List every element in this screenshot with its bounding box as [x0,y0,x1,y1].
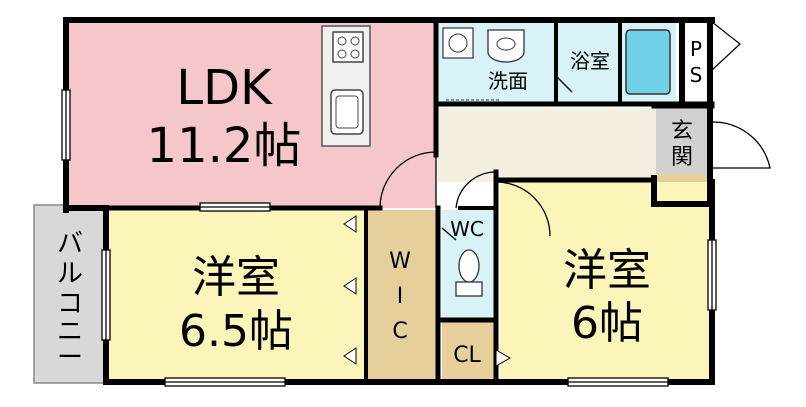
washroom-label: 洗面 [488,69,528,93]
bath-label: 浴室 [570,49,610,73]
western1-size: 6.5帖 [179,306,293,357]
stove-icon [332,31,364,63]
windows [61,89,717,387]
ldk-room [68,22,436,208]
cl-label: CL [453,343,481,368]
western2-name: 洋室 [563,245,651,296]
toilet-tank-icon [455,281,483,297]
toilet-bowl-icon [458,249,480,283]
sink-icon [330,89,364,135]
entrance-char-1: 玄 [671,119,693,144]
balcony-char-5: ー [57,343,83,373]
balcony-char-4: ニ [57,317,83,347]
balcony-char-1: バ [57,229,83,259]
wic-room [366,210,438,380]
western-room-1 [106,210,366,380]
western1-name: 洋室 [192,252,280,303]
balcony [33,204,105,384]
entrance-room [656,108,708,174]
balcony-char-3: コ [57,289,83,319]
wc-label: WC [450,217,484,241]
western-room-2 [500,182,712,380]
ldk-size: 11.2帖 [147,118,302,174]
balcony-char-2: ル [57,259,83,289]
ps-char-p: P [690,37,702,61]
western2-size: 6帖 [571,298,643,349]
bathtub-icon [625,29,671,95]
wic-char-i: I [397,284,404,309]
closet-markers [343,215,512,367]
wic-char-w: W [389,249,411,274]
washing-machine-icon [442,27,474,59]
hall [438,108,656,182]
ldk-name: LDK [176,60,273,116]
wic-char-c: C [392,319,407,344]
entrance-char-2: 関 [671,145,693,170]
ps-char-s: S [690,63,703,87]
washbasin-icon [487,29,525,63]
doors [379,21,771,241]
cl-room [442,322,494,380]
